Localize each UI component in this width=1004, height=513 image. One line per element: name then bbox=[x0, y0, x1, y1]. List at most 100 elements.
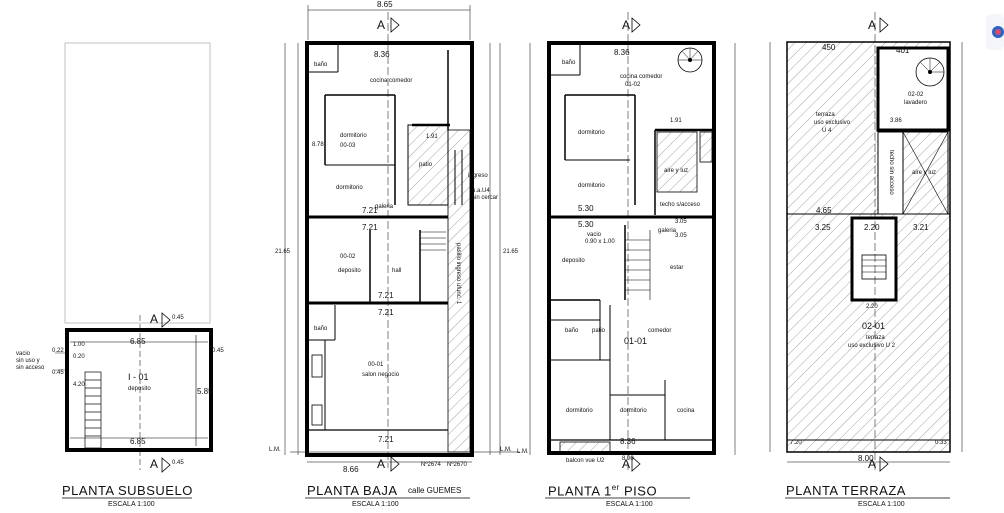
dimension-label: 1.91 bbox=[426, 134, 438, 140]
dimension-label: 3.25 bbox=[815, 223, 831, 232]
room-label: cocina bbox=[677, 408, 695, 414]
dimension-label: 8.36 bbox=[374, 50, 390, 59]
room-label: dormitorio bbox=[578, 183, 605, 189]
room-label: uso exclusivo U 2 bbox=[848, 343, 896, 349]
room-label: dormitorio bbox=[578, 130, 605, 136]
room-label: uso exclusivo bbox=[814, 120, 851, 126]
room-label: ingreso bbox=[468, 173, 488, 179]
dimension-label: 21.65 bbox=[275, 249, 291, 255]
room-label: patio bbox=[419, 162, 433, 168]
room-label: pasillo ingreso ufunc. 1 bbox=[455, 243, 461, 305]
dimension-label: 8.65 bbox=[377, 0, 393, 9]
room-label: patio bbox=[592, 328, 606, 334]
dimension-label: 8.00 bbox=[622, 456, 634, 462]
dimension-label: 3.05 bbox=[675, 233, 687, 239]
room-label: deposito bbox=[128, 386, 151, 392]
dimension-label: 8.36 bbox=[614, 48, 630, 57]
plan-scale-terraza: ESCALA 1:100 bbox=[858, 501, 905, 508]
plan-title-primer-sup: er bbox=[611, 483, 620, 492]
room-label: baño bbox=[562, 60, 576, 66]
room-label: galeria bbox=[658, 228, 677, 234]
dimension-label: 0.45 bbox=[172, 460, 184, 466]
note-label: sin uso y bbox=[16, 358, 40, 364]
dimension-label: 5.30 bbox=[578, 220, 594, 229]
plan-scale-subsuelo: ESCALA 1:100 bbox=[108, 501, 155, 508]
room-label: vacio bbox=[587, 232, 602, 238]
dimension-label: 1.91 bbox=[670, 118, 682, 124]
dimension-label: 5.85 bbox=[197, 387, 213, 396]
room-label: 02-02 bbox=[908, 92, 924, 98]
dimension-label: 0.45 bbox=[52, 370, 64, 376]
room-label: dormitorio bbox=[336, 185, 363, 191]
edge-badge-shape bbox=[986, 14, 1004, 50]
room-label: sin cercar bbox=[472, 195, 499, 201]
room-label: 01-02 bbox=[625, 82, 641, 88]
line-marker: L.M. bbox=[517, 449, 529, 455]
room-label: salon negocio bbox=[362, 372, 400, 378]
section-mark: A bbox=[868, 18, 877, 32]
dimension-label: 1.00 bbox=[73, 342, 85, 348]
dimension-label: 2.20 bbox=[866, 304, 878, 310]
dimension-label: 7.21 bbox=[362, 223, 378, 232]
dimension-label: 0.45 bbox=[172, 315, 184, 321]
dimension-label: 0.90 x 1.00 bbox=[585, 239, 615, 245]
plan-primer-piso bbox=[529, 12, 736, 472]
dimension-label: 0.22 bbox=[52, 348, 64, 354]
section-mark: A bbox=[377, 18, 386, 32]
room-label: 01-01 bbox=[624, 336, 648, 346]
dimension-label: 0.33 bbox=[935, 440, 947, 446]
dimension-label: 3.21 bbox=[913, 223, 929, 232]
room-label: deposito bbox=[562, 258, 585, 264]
room-label: balcon vue U2 bbox=[566, 458, 605, 464]
dimension-label: 7.20 bbox=[790, 440, 802, 446]
room-label: aire y luz bbox=[664, 168, 689, 174]
section-mark: A bbox=[150, 457, 159, 471]
plan-scale-primer: ESCALA 1:100 bbox=[606, 501, 653, 508]
room-label: U 4 bbox=[822, 128, 832, 134]
room-label: dormitorio bbox=[340, 133, 367, 139]
plan-title-baja: PLANTA BAJA bbox=[307, 483, 398, 498]
room-label: techo sin acceso bbox=[888, 150, 894, 195]
note-label: sin acceso bbox=[16, 365, 45, 371]
section-mark: A bbox=[622, 457, 631, 471]
room-label: terraza bbox=[866, 335, 885, 341]
room-label: terraza bbox=[816, 112, 835, 118]
dimension-label: 401 bbox=[896, 46, 910, 55]
plan-title-primer-main: PLANTA 1 bbox=[548, 483, 612, 499]
plan-street-baja: calle GUEMES bbox=[408, 486, 462, 495]
edge-badge-icon[interactable] bbox=[986, 14, 1004, 50]
dimension-label: 4.20 bbox=[73, 382, 85, 388]
dimension-label: 7.21 bbox=[378, 291, 394, 300]
plan-scale-baja: ESCALA 1:100 bbox=[352, 501, 399, 508]
room-label: deposito bbox=[338, 268, 361, 274]
room-label: 00-03 bbox=[340, 143, 356, 149]
dimension-label: 21.65 bbox=[503, 249, 519, 255]
dimension-label: 6.85 bbox=[130, 437, 146, 446]
dimension-label: 8.78 bbox=[312, 142, 324, 148]
room-label: aire y luz bbox=[912, 170, 937, 176]
dimension-label: 4.65 bbox=[816, 206, 832, 215]
room-label: comedor bbox=[648, 328, 672, 334]
room-label: baño bbox=[314, 62, 328, 68]
dimension-label: 6.85 bbox=[130, 337, 146, 346]
plan-terraza bbox=[769, 12, 963, 472]
line-marker: L.M. bbox=[269, 447, 281, 453]
line-marker: L.M. bbox=[500, 447, 512, 453]
dimension-label: 0.20 bbox=[73, 354, 85, 360]
room-label: hall bbox=[392, 268, 402, 274]
dimension-label: 8.66 bbox=[343, 465, 359, 474]
dimension-label: 3.05 bbox=[675, 219, 687, 225]
dimension-label: 7.21 bbox=[362, 206, 378, 215]
dimension-label: 2.20 bbox=[864, 223, 880, 232]
section-mark: A bbox=[622, 18, 631, 32]
room-label: baño bbox=[565, 328, 579, 334]
room-label: u.a.U4 bbox=[472, 188, 490, 194]
section-mark: A bbox=[377, 457, 386, 471]
room-label: 00-01 bbox=[368, 362, 384, 368]
room-label: cocina comedor bbox=[370, 78, 413, 84]
plan-title-terraza: PLANTA TERRAZA bbox=[786, 483, 906, 498]
dimension-label: 8.00 bbox=[858, 454, 874, 463]
dimension-label: 8.36 bbox=[620, 437, 636, 446]
